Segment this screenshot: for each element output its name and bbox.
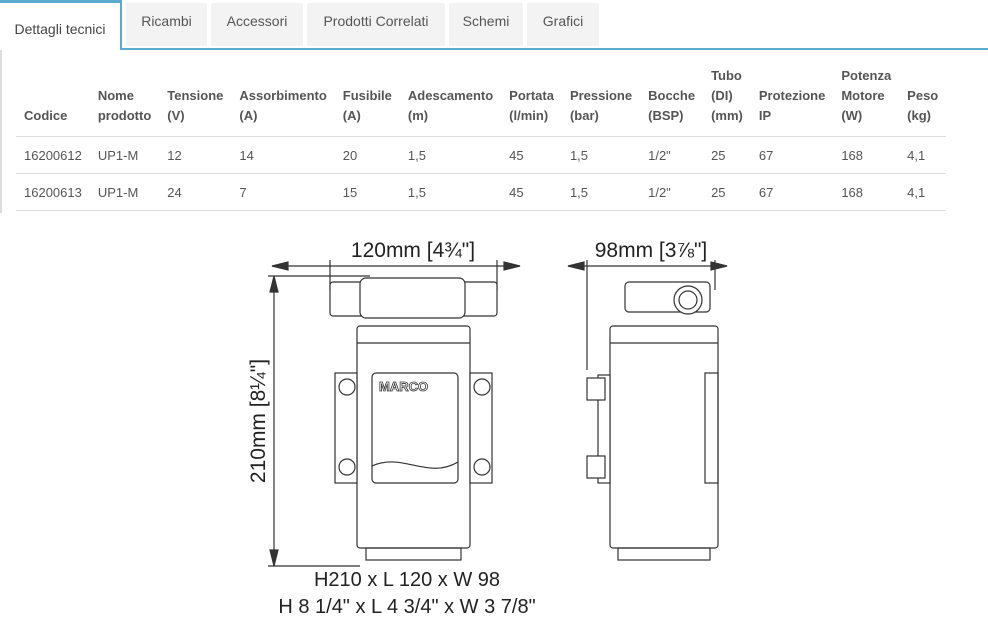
table-cell: UP1-M [89, 173, 160, 211]
column-header: Bocche (BSP) [640, 66, 704, 137]
header-text: Potenza [841, 68, 892, 83]
divider [0, 50, 2, 213]
header-text: Codice [24, 108, 68, 123]
table-cell: 168 [833, 136, 900, 174]
table-cell: 7 [231, 173, 335, 211]
tab-prodotti-correlati[interactable]: Prodotti Correlati [307, 3, 445, 46]
tab-dettagli-tecnici[interactable]: Dettagli tecnici [0, 0, 122, 50]
depth-label: 98mm [3⅞"] [595, 239, 708, 262]
column-header: Adescamento (m) [399, 66, 502, 137]
column-header: Codice [16, 66, 90, 137]
header-text: prodotto [97, 108, 152, 123]
column-header: Assorbimento (A) [231, 66, 335, 137]
header-text: Adescamento [407, 88, 494, 103]
header-text: (m) [407, 108, 429, 123]
height-label: 210mm [8¼"] [247, 359, 270, 483]
table-cell: 25 [703, 173, 751, 211]
header-text: (BSP) [648, 108, 684, 123]
arrow-icon [271, 261, 521, 271]
header-text: Tensione [167, 88, 224, 103]
column-header: Pressione (bar) [561, 66, 641, 137]
table-cell: 4,1 [899, 136, 947, 174]
column-header: Peso (kg) [899, 66, 947, 137]
table-cell: UP1-M [89, 136, 160, 174]
header-text: Fusibile [342, 88, 392, 103]
column-header: Fusibile (A) [334, 66, 400, 137]
table-cell: 25 [703, 136, 751, 174]
tab-schemi[interactable]: Schemi [449, 3, 523, 46]
header-text: (W) [841, 108, 863, 123]
table-cell: 1,5 [399, 136, 502, 174]
tab-bar: Dettagli tecnici Ricambi Accessori Prodo… [0, 0, 988, 50]
header-text: Peso [907, 88, 939, 103]
header-text: (A) [239, 108, 258, 123]
header-text: IP [758, 108, 772, 123]
table-cell: 1/2" [640, 173, 704, 211]
header-text: (l/min) [509, 108, 549, 123]
specs-table: Codice Nome prodotto Tensione (V) Assorbiment… [16, 66, 947, 211]
dimensions-inches: H 8 1/4" x L 4 3/4" x W 3 7/8" [278, 596, 535, 618]
width-label: 120mm [4¾"] [351, 239, 475, 262]
column-header: Tubo (DI) (mm) [703, 66, 751, 137]
table-cell: 20 [334, 136, 400, 174]
table-cell: 45 [501, 136, 562, 174]
column-header: Portata (l/min) [501, 66, 562, 137]
header-text: Protezione [758, 88, 826, 103]
header-text: (DI) [711, 88, 733, 103]
table-cell: 15 [334, 173, 400, 211]
header-text: (mm) [711, 108, 743, 123]
tab-grafici[interactable]: Grafici [527, 3, 599, 46]
table-cell: 24 [159, 173, 232, 211]
arrow-icon [567, 261, 728, 271]
tab-ricambi[interactable]: Ricambi [126, 3, 207, 46]
table-cell: 67 [750, 136, 834, 174]
arrow-icon [269, 275, 279, 567]
table-header-row: Codice Nome prodotto Tensione (V) Assorbiment… [16, 66, 947, 137]
header-text: Bocche [648, 88, 696, 103]
table-cell: 1,5 [561, 173, 641, 211]
table-cell: 67 [750, 173, 834, 211]
table-cell: 16200612 [16, 136, 90, 174]
dimensions-mm: H210 x L 120 x W 98 [314, 569, 500, 591]
marco-logo: MARCO [379, 379, 428, 394]
header-text: (A) [342, 108, 361, 123]
header-text: Assorbimento [239, 88, 327, 103]
header-text: Motore [841, 88, 885, 103]
table-cell: 4,1 [899, 173, 947, 211]
column-header: Tensione (V) [159, 66, 232, 137]
header-text: Nome [97, 88, 134, 103]
table-cell: 14 [231, 136, 335, 174]
header-text: (V) [167, 108, 185, 123]
tab-accessori[interactable]: Accessori [211, 3, 303, 46]
table-cell: 12 [159, 136, 232, 174]
header-text: (bar) [569, 108, 599, 123]
column-header: Nome prodotto [89, 66, 160, 137]
header-text: Pressione [569, 88, 633, 103]
table-cell: 16200613 [16, 173, 90, 211]
table-cell: 45 [501, 173, 562, 211]
header-text: Portata [509, 88, 554, 103]
header-text: Tubo [711, 68, 742, 83]
table-cell: 168 [833, 173, 900, 211]
header-text: (kg) [907, 108, 932, 123]
table-cell: 1/2" [640, 136, 704, 174]
table-cell: 1,5 [399, 173, 502, 211]
table-cell: 1,5 [561, 136, 641, 174]
